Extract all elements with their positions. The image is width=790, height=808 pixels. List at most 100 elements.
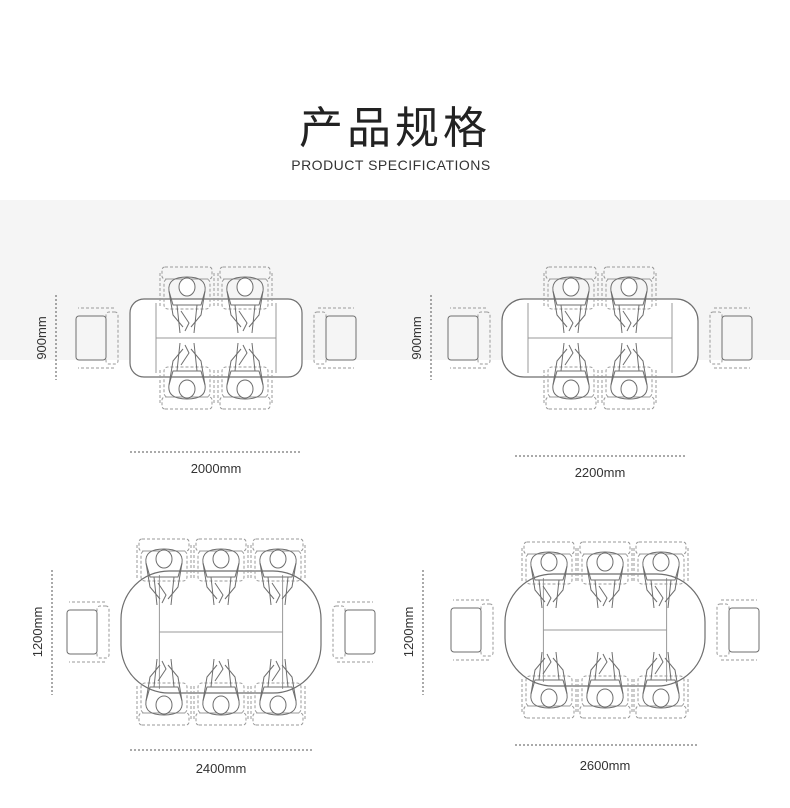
person-head <box>236 277 254 297</box>
person-shoulders <box>145 548 183 578</box>
person-shoulders <box>226 276 264 306</box>
person-shoulders <box>586 551 624 581</box>
person-arms <box>552 290 590 328</box>
chair-seat <box>447 315 479 361</box>
end-chair <box>716 599 760 661</box>
seated-person <box>543 266 599 334</box>
chair-seat <box>547 366 595 398</box>
seated-person <box>577 541 633 609</box>
person-legs <box>650 651 672 681</box>
person-legs <box>153 658 175 688</box>
person-head <box>620 277 638 297</box>
chair-seat <box>344 609 376 655</box>
person-head <box>596 688 614 708</box>
person-arms <box>202 562 240 600</box>
table-top <box>447 266 753 410</box>
seated-person <box>217 342 273 410</box>
chair-seat <box>581 675 629 707</box>
person-legs <box>618 342 640 372</box>
person-head <box>269 695 287 715</box>
person-head <box>178 379 196 399</box>
seated-person <box>601 342 657 410</box>
person-arms <box>642 565 680 603</box>
chair-back <box>477 311 491 365</box>
page-title: 产品规格 <box>299 103 491 154</box>
chair-back <box>105 311 119 365</box>
person-head <box>236 379 254 399</box>
person-arms <box>259 664 297 702</box>
seated-person <box>577 651 633 719</box>
chair-seat <box>637 553 685 585</box>
person-head <box>212 695 230 715</box>
person-arms <box>226 290 264 328</box>
width-dimension: 900mm <box>34 295 57 380</box>
seated-person <box>521 651 577 719</box>
person-arms <box>145 562 183 600</box>
person-arms <box>145 664 183 702</box>
end-chair <box>75 307 119 369</box>
chair-seat <box>197 550 245 582</box>
chair-seat <box>721 315 753 361</box>
person-legs <box>267 658 289 688</box>
person-shoulders <box>530 679 568 709</box>
chair-seat <box>637 675 685 707</box>
person-legs <box>650 579 672 609</box>
person-arms <box>259 562 297 600</box>
chair-seat <box>581 553 629 585</box>
person-shoulders <box>552 370 590 400</box>
person-legs <box>234 342 256 372</box>
width-dimension: 1200mm <box>401 570 424 695</box>
width-dimension: 1200mm <box>30 570 53 695</box>
chair-seat <box>197 682 245 714</box>
length-label: 2200mm <box>575 465 626 480</box>
person-legs <box>560 304 582 334</box>
person-head <box>155 549 173 569</box>
chair-back <box>716 603 730 657</box>
person-arms <box>610 290 648 328</box>
seated-person <box>136 658 192 726</box>
person-shoulders <box>530 551 568 581</box>
chair-seat <box>221 366 269 398</box>
person-shoulders <box>202 686 240 716</box>
chair-seat <box>325 315 357 361</box>
person-head <box>540 552 558 572</box>
width-label: 900mm <box>34 316 49 359</box>
person-shoulders <box>168 370 206 400</box>
chair-seat <box>221 278 269 310</box>
person-head <box>562 277 580 297</box>
person-shoulders <box>552 276 590 306</box>
person-shoulders <box>586 679 624 709</box>
chair-seat <box>547 278 595 310</box>
person-legs <box>594 651 616 681</box>
seated-person <box>193 658 249 726</box>
person-legs <box>594 579 616 609</box>
person-head <box>652 552 670 572</box>
seated-person <box>521 541 577 609</box>
chair-seat <box>163 278 211 310</box>
length-label: 2600mm <box>580 758 631 773</box>
length-dimension: 2600mm <box>515 744 697 773</box>
seated-person <box>633 651 689 719</box>
person-legs <box>560 342 582 372</box>
chair-back <box>480 603 494 657</box>
person-shoulders <box>642 679 680 709</box>
length-label: 2400mm <box>196 761 247 776</box>
person-arms <box>168 348 206 386</box>
width-dimension: 900mm <box>409 295 432 380</box>
table-top <box>66 538 376 726</box>
chair-back <box>709 311 723 365</box>
person-shoulders <box>259 686 297 716</box>
person-head <box>540 688 558 708</box>
person-head <box>562 379 580 399</box>
table-top <box>75 266 357 410</box>
seated-person <box>159 342 215 410</box>
width-label: 900mm <box>409 316 424 359</box>
seated-person <box>250 658 306 726</box>
end-chair <box>66 601 110 663</box>
person-arms <box>530 565 568 603</box>
chair-seat <box>450 607 482 653</box>
end-chair <box>313 307 357 369</box>
end-chair <box>447 307 491 369</box>
person-legs <box>538 651 560 681</box>
chair-seat <box>728 607 760 653</box>
